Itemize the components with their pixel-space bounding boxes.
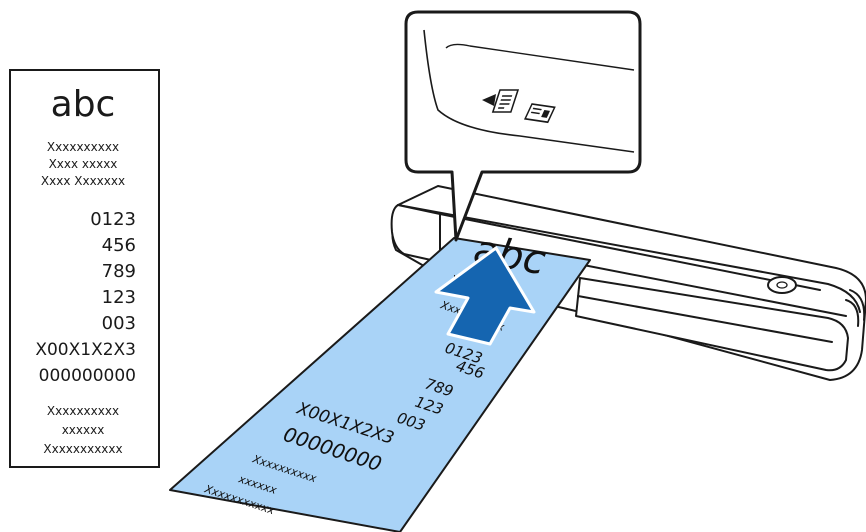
scanner-body xyxy=(390,185,866,381)
document-icon xyxy=(491,89,520,113)
fed-paper: abc Xxxx Xxx xxxx 0123 456 789 123 003 X… xyxy=(169,227,591,532)
sample-document-line: Xxxxxxxxxxx xyxy=(43,442,122,456)
sample-document-line: Xxxxxxxxxx xyxy=(47,140,119,154)
sample-document-line: Xxxx xxxxx xyxy=(49,157,118,171)
card-icon xyxy=(523,103,556,124)
sample-document-line: Xxxx Xxxxxxx xyxy=(41,174,125,188)
sample-document-number: X00X1X2X3 xyxy=(35,340,136,360)
scanner-right-end xyxy=(845,289,866,327)
callout-feed-slot xyxy=(445,43,635,71)
insert-direction-triangle-icon xyxy=(482,94,496,106)
sample-document-heading: abc xyxy=(51,84,116,125)
sample-document-number: 0123 xyxy=(90,209,136,230)
power-button-inner xyxy=(776,281,788,289)
output-slot-line xyxy=(577,295,833,343)
callout-bubble xyxy=(404,10,642,242)
sample-document-number: 456 xyxy=(102,235,136,256)
scanner-end-cap xyxy=(390,204,441,263)
sample-document: abc Xxxxxxxxxx Xxxx xxxxx Xxxx Xxxxxxx 0… xyxy=(9,69,160,468)
sample-document-line: xxxxxx xyxy=(62,423,105,437)
scanner-front-line xyxy=(567,261,847,317)
sample-document-number: 000000000 xyxy=(39,366,136,386)
zoom-callout xyxy=(404,10,642,242)
sample-document-number: 789 xyxy=(102,261,136,282)
sample-document-number: 003 xyxy=(102,313,136,334)
sample-document-frame xyxy=(9,69,160,468)
output-tray-lip xyxy=(575,277,849,372)
feed-slot xyxy=(439,213,821,291)
fed-paper-line: Xxx xyxy=(438,298,463,317)
fed-paper-sheet xyxy=(169,237,591,532)
scanner-top-edge xyxy=(397,204,861,313)
power-button-icon xyxy=(767,276,797,294)
insert-direction-arrow-icon xyxy=(434,246,536,346)
sample-document-line: Xxxxxxxxxx xyxy=(47,404,119,418)
sample-document-number: 123 xyxy=(102,287,136,308)
callout-scanner-surface xyxy=(423,29,635,153)
